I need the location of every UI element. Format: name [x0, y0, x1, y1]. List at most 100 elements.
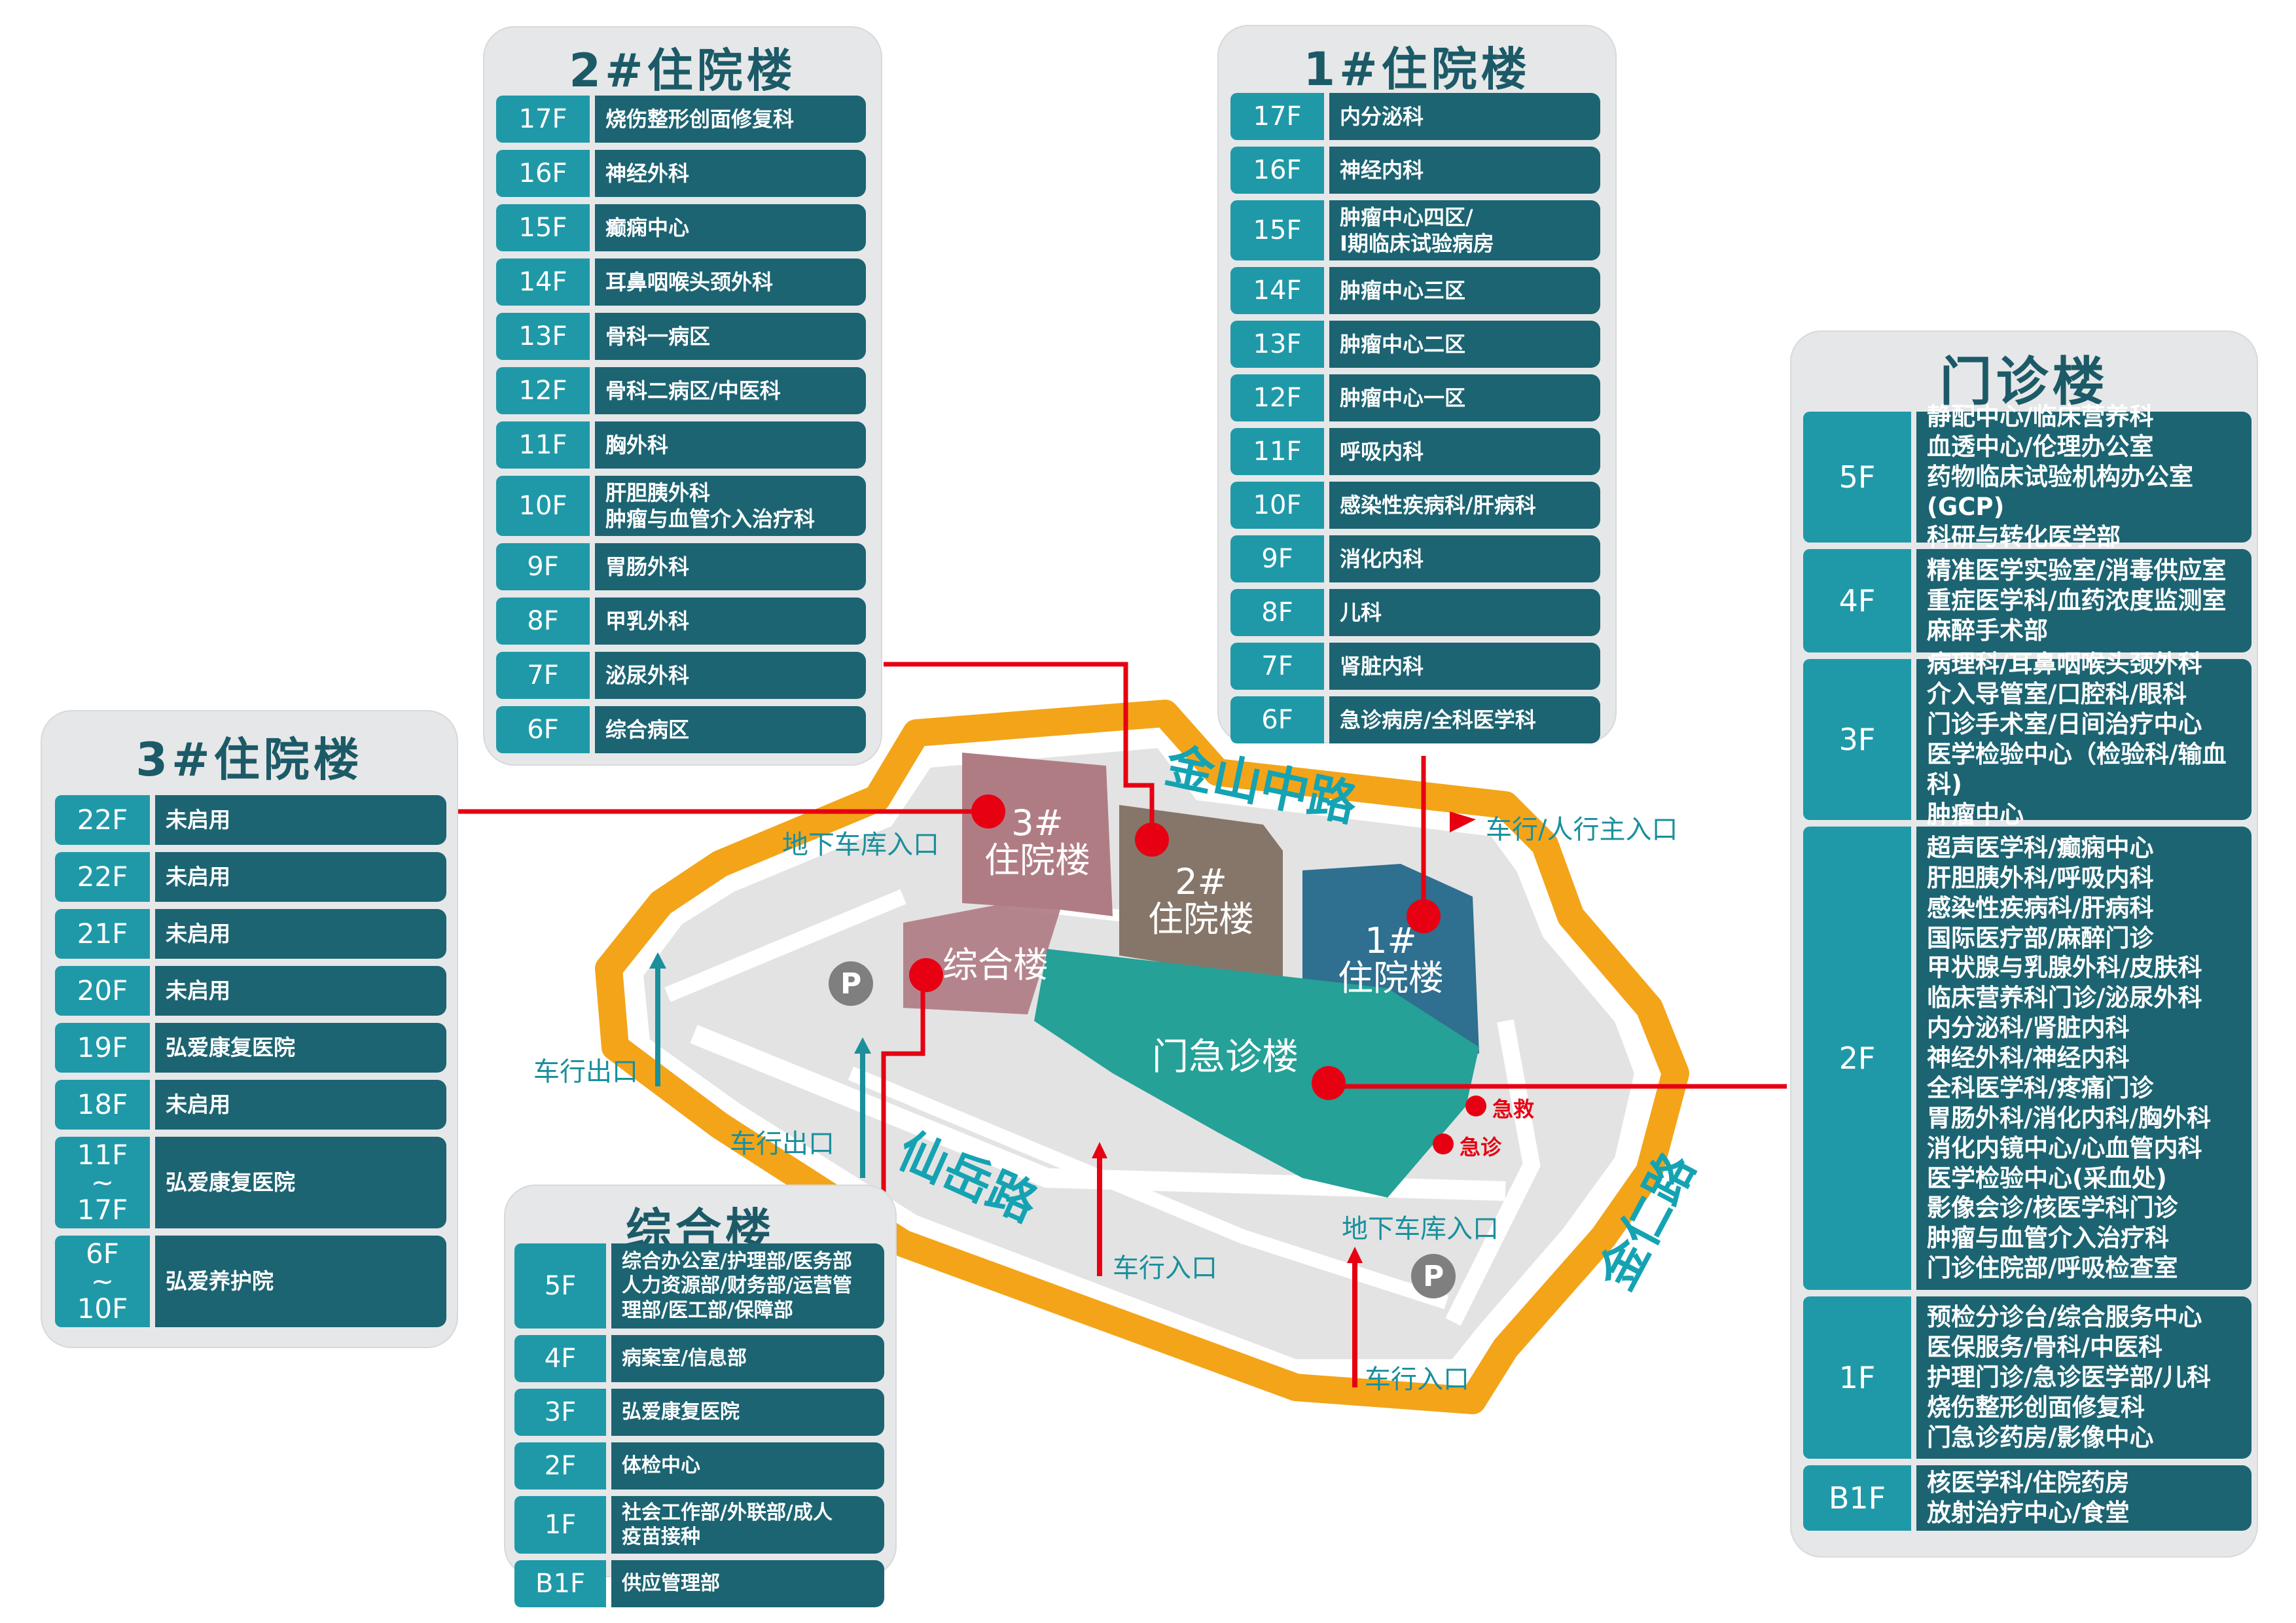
dept-cell: 内分泌科	[1329, 93, 1600, 140]
floor-label: 8F	[496, 597, 590, 645]
panel-title: 3#住院楼	[135, 733, 363, 787]
floor-label: 5F	[1803, 412, 1911, 543]
dept-text: 弘爱康复医院	[622, 1400, 740, 1424]
floor-row[interactable]: 11F ~ 17F 弘爱康复医院	[55, 1137, 446, 1228]
floor-row[interactable]: 3F 弘爱康复医院	[514, 1389, 884, 1436]
floor-label: 3F	[514, 1389, 606, 1436]
floor-label: 2F	[514, 1442, 606, 1489]
floor-label: 13F	[1230, 321, 1324, 368]
dept-cell: 未启用	[155, 852, 446, 902]
emergency-rescue-label: 急救	[1492, 1097, 1535, 1122]
dept-cell: 未启用	[155, 966, 446, 1016]
dept-text: 呼吸内科	[1340, 439, 1424, 464]
dept-cell: 肾脏内科	[1329, 643, 1600, 690]
floor-label: 1F	[1803, 1296, 1911, 1459]
dept-cell: 弘爱康复医院	[155, 1023, 446, 1073]
parking-label-se: P	[1423, 1260, 1444, 1293]
panel-title: 门诊楼	[1939, 351, 2109, 412]
floor-label: 5F	[514, 1243, 606, 1329]
floor-label: 3F	[1803, 659, 1911, 820]
connector-zh	[881, 969, 925, 1194]
dept-cell: 甲乳外科	[595, 597, 866, 645]
building-3	[962, 753, 1113, 916]
floor-label: 2F	[1803, 827, 1911, 1290]
dept-cell: 精准医学实验室/消毒供应室 重症医学科/血药浓度监测室 麻醉手术部	[1916, 549, 2251, 652]
dept-text: 弘爱康复医院	[166, 1169, 295, 1196]
emergency-rescue-dot	[1465, 1096, 1486, 1116]
dept-cell: 感染性疾病科/肝病科	[1329, 482, 1600, 529]
dept-text: 弘爱康复医院	[166, 1035, 295, 1061]
panel-title: 1#住院楼	[1303, 43, 1531, 96]
dept-cell: 耳鼻咽喉头颈外科	[595, 259, 866, 306]
floor-label: 14F	[496, 259, 590, 306]
dept-text: 未启用	[166, 921, 230, 947]
dept-text: 神经外科	[605, 161, 690, 186]
floor-row[interactable]: 21F 未启用	[55, 909, 446, 959]
dept-cell: 肿瘤中心四区/ I期临床试验病房	[1329, 200, 1600, 260]
floor-label: 12F	[496, 367, 590, 414]
dept-cell: 静配中心/临床营养科 血透中心/伦理办公室 药物临床试验机构办公室(GCP) 科…	[1916, 402, 2251, 551]
dept-cell: 神经内科	[1329, 147, 1600, 194]
dept-cell: 消化内科	[1329, 535, 1600, 582]
dept-text: 肿瘤中心四区/ I期临床试验病房	[1340, 205, 1494, 256]
dept-cell: 未启用	[155, 909, 446, 959]
dept-cell: 泌尿外科	[595, 652, 866, 699]
dept-text: 骨科一病区	[605, 324, 711, 349]
floor-label: 21F	[55, 909, 150, 959]
floor-label: 20F	[55, 966, 150, 1016]
garage-entry-se: 地下车库入口	[1342, 1214, 1499, 1244]
floor-label: 11F ~ 17F	[55, 1137, 150, 1228]
dept-text: 精准医学实验室/消毒供应室 重症医学科/血药浓度监测室 麻醉手术部	[1927, 556, 2227, 645]
dept-text: 烧伤整形创面修复科	[605, 107, 795, 132]
dept-cell: 胸外科	[595, 421, 866, 469]
dept-text: 胃肠外科	[605, 554, 690, 579]
main-entry-label: 车行/人行主入口	[1486, 815, 1678, 845]
floor-label: 9F	[1230, 535, 1324, 582]
dept-cell: 弘爱康复医院	[611, 1389, 884, 1436]
